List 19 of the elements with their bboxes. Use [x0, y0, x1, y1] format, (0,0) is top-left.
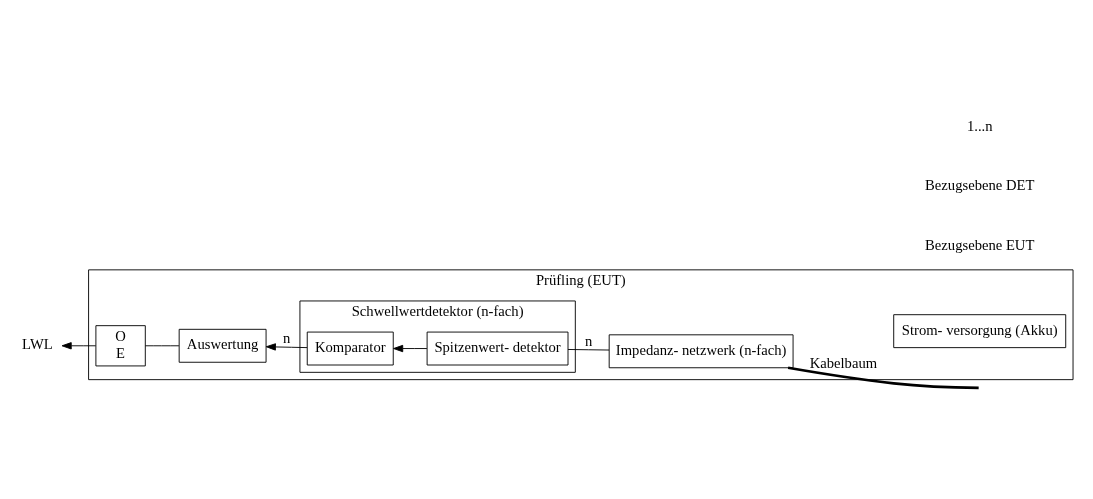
node-box: Komparator — [306, 331, 394, 366]
edge-label: Kabelbaum — [809, 354, 878, 371]
connector — [567, 349, 610, 351]
node-box: Strom- versorgung (Akku) — [893, 314, 1067, 349]
connector — [787, 366, 979, 390]
label: Bezugsebene EUT — [925, 236, 1035, 253]
arrow — [393, 344, 428, 353]
connector — [144, 345, 180, 347]
edge-label: n — [584, 332, 593, 349]
node-text: LWL — [22, 336, 53, 353]
label: Bezugsebene DET — [925, 177, 1035, 194]
node-box: Spitzenwert- detektor — [426, 331, 569, 366]
node-box: O E — [95, 325, 146, 367]
edge-label: n — [283, 329, 291, 346]
node-box: Auswertung — [178, 328, 267, 363]
label: 1...n — [966, 117, 993, 134]
arrow — [61, 342, 97, 350]
arrow — [265, 343, 308, 351]
node-box: Impedanz- netzwerk (n-fach) — [608, 334, 794, 369]
